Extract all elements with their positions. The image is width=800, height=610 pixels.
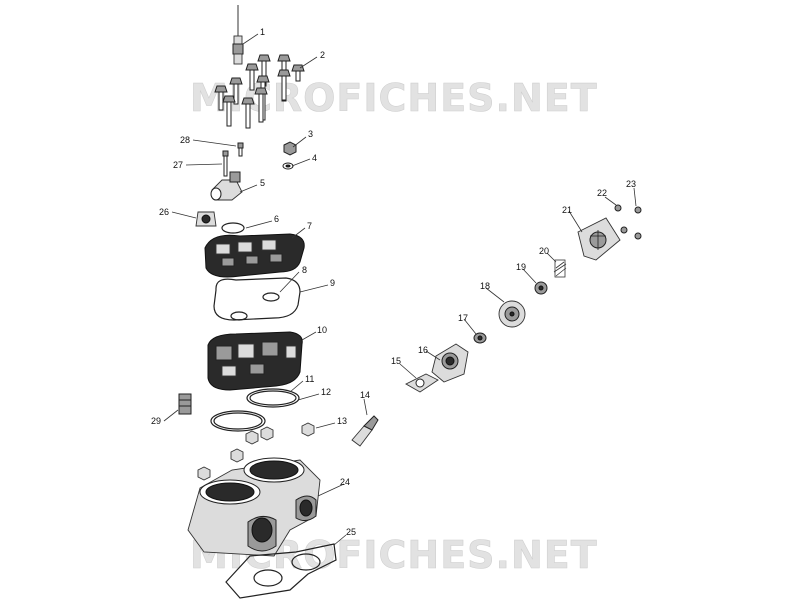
callout-20: 20 — [539, 246, 549, 256]
callout-29: 29 — [151, 416, 161, 426]
callout-17: 17 — [458, 313, 468, 323]
callout-8: 8 — [302, 265, 307, 275]
callout-28: 28 — [180, 135, 190, 145]
callout-19: 19 — [516, 262, 526, 272]
callout-22: 22 — [597, 188, 607, 198]
callout-7: 7 — [307, 221, 312, 231]
callout-labels: 1 2 3 4 5 6 7 8 9 10 11 12 13 14 15 16 1… — [151, 27, 636, 537]
part-13-nuts — [197, 422, 315, 481]
part-2-bolts — [214, 54, 305, 129]
part-21-pump-cover — [577, 217, 621, 261]
part-7-head-cover — [204, 233, 305, 278]
callout-1: 1 — [260, 27, 265, 37]
leader-lines — [163, 33, 637, 546]
part-24-cylinder-block — [187, 457, 321, 557]
callout-3: 3 — [308, 129, 313, 139]
part-14-sensor — [351, 415, 379, 447]
part-11-12-o-rings — [210, 388, 300, 432]
callout-16: 16 — [418, 345, 428, 355]
part-17-seal — [473, 332, 487, 344]
callout-12: 12 — [321, 387, 331, 397]
part-8-9-head-gasket — [213, 277, 301, 321]
watermark-top: MICROFICHES.NET — [190, 76, 598, 120]
callout-25: 25 — [346, 527, 356, 537]
part-25-base-gasket — [225, 543, 337, 599]
part-20-spring — [553, 259, 567, 278]
part-6-o-ring — [221, 222, 245, 234]
part-22-bolts — [614, 204, 628, 234]
part-10-cylinder-head — [207, 331, 303, 391]
part-4-washer — [282, 162, 294, 170]
callout-26: 26 — [159, 207, 169, 217]
callout-11: 11 — [305, 374, 314, 384]
callout-4: 4 — [312, 153, 317, 163]
part-5-elbow-fitting — [210, 171, 243, 201]
part-28-screw — [237, 142, 244, 157]
callout-5: 5 — [260, 178, 265, 188]
callout-13: 13 — [337, 416, 347, 426]
callout-18: 18 — [480, 281, 490, 291]
part-15-gasket — [405, 373, 439, 393]
callout-14: 14 — [360, 390, 370, 400]
part-26-thermostat — [195, 211, 217, 227]
part-1-sensor — [232, 5, 244, 65]
part-18-impeller — [498, 300, 526, 328]
part-19-bearing — [534, 281, 548, 295]
callout-24: 24 — [340, 477, 350, 487]
callout-21: 21 — [562, 205, 572, 215]
callout-10: 10 — [317, 325, 327, 335]
callout-27: 27 — [173, 160, 183, 170]
callout-9: 9 — [330, 278, 335, 288]
callout-15: 15 — [391, 356, 401, 366]
part-27-bolt — [222, 150, 229, 177]
part-29-fitting — [178, 393, 192, 415]
callout-2: 2 — [320, 50, 325, 60]
part-23-bolts — [634, 206, 642, 240]
callout-23: 23 — [626, 179, 636, 189]
part-16-pump-housing — [431, 343, 469, 383]
part-3-nut — [283, 141, 297, 156]
callout-6: 6 — [274, 214, 279, 224]
